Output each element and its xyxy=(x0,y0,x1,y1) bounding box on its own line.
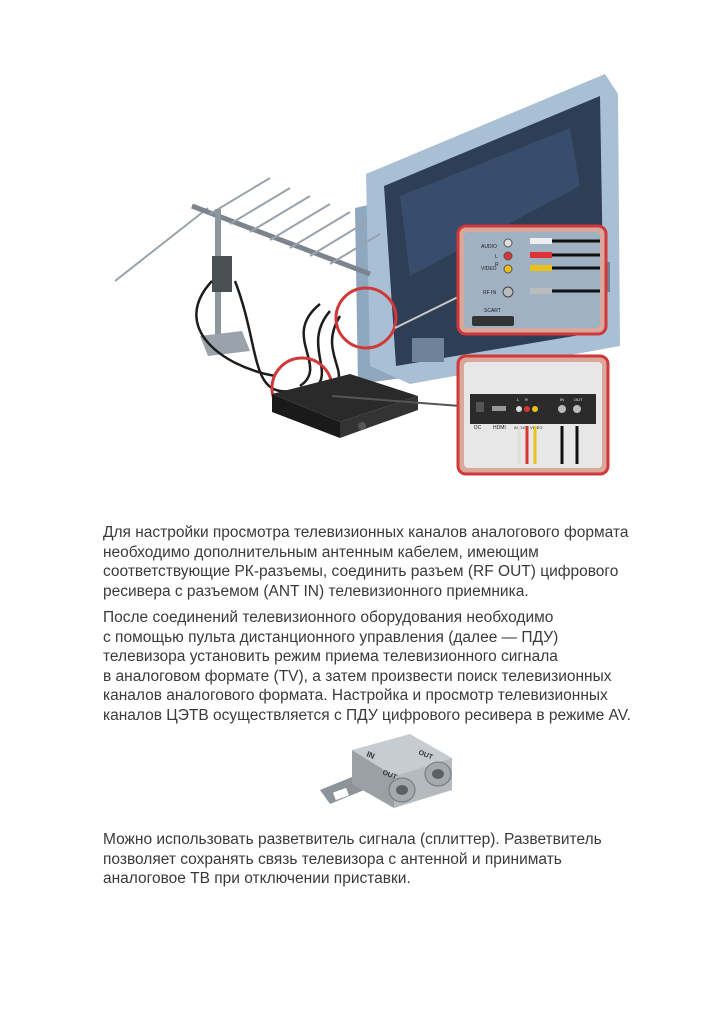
receiver-r-label: R xyxy=(525,397,528,402)
connection-diagram-illustration: AUDIO L R VIDEO RF IN SCART D xyxy=(100,66,620,486)
receiver-hdmi-label: HDMI xyxy=(493,425,506,431)
tv-panel-zoom: AUDIO L R VIDEO RF IN SCART xyxy=(458,226,606,334)
receiver-illustration xyxy=(272,374,418,438)
receiver-out-label: OUT xyxy=(574,397,583,402)
panel-video-label: VIDEO xyxy=(481,266,497,272)
panel-rf-in-label: RF IN xyxy=(483,290,496,296)
antenna-illustration xyxy=(115,178,380,356)
paragraph-analog-connection: Для настройки просмотра телевизионных ка… xyxy=(103,523,683,601)
receiver-panel-zoom: DC HDMI L R AUDIO VIDEO IN OUT xyxy=(458,356,608,474)
panel-audio-label: AUDIO xyxy=(481,244,497,250)
panel-l-label: L xyxy=(495,254,498,260)
panel-scart-label: SCART xyxy=(484,308,501,314)
paragraph-analog-setup: После соединений телевизионного оборудов… xyxy=(103,608,683,725)
paragraph-splitter: Можно использовать разветвитель сигнала … xyxy=(103,830,683,889)
receiver-in-label: IN xyxy=(560,397,564,402)
receiver-dc-label: DC xyxy=(474,425,482,431)
splitter-illustration: IN OUT OUT xyxy=(312,728,470,820)
